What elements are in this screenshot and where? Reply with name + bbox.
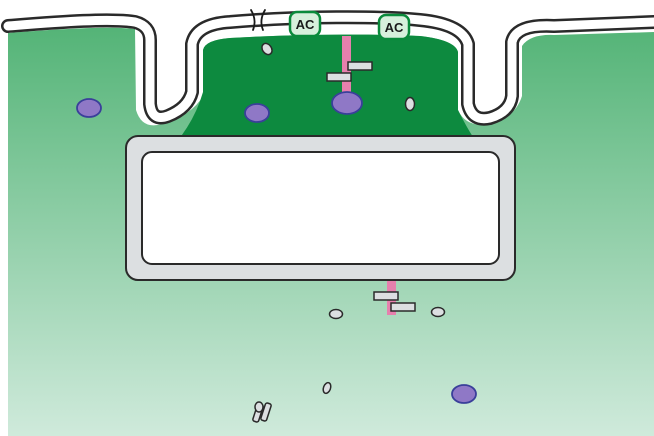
rectangle-marker-icon <box>348 62 372 70</box>
rectangle-marker-icon <box>327 73 351 81</box>
membrane-compartment <box>175 35 478 144</box>
ac-badge-right: AC <box>379 15 409 39</box>
small-granule-icon <box>432 308 445 317</box>
rectangular-organelle <box>126 136 515 280</box>
purple-vesicle-icon <box>77 99 101 117</box>
rectangle-marker-icon <box>391 303 415 311</box>
purple-vesicle-icon <box>332 92 362 114</box>
small-granule-icon <box>406 98 415 111</box>
ac-label-right: AC <box>385 20 404 35</box>
purple-vesicle-icon <box>452 385 476 403</box>
ac-label-left: AC <box>296 17 315 32</box>
purple-vesicle-icon <box>245 104 269 122</box>
rectangle-marker-icon <box>374 292 398 300</box>
ac-badge-left: AC <box>290 12 320 36</box>
small-granule-icon <box>330 310 343 319</box>
